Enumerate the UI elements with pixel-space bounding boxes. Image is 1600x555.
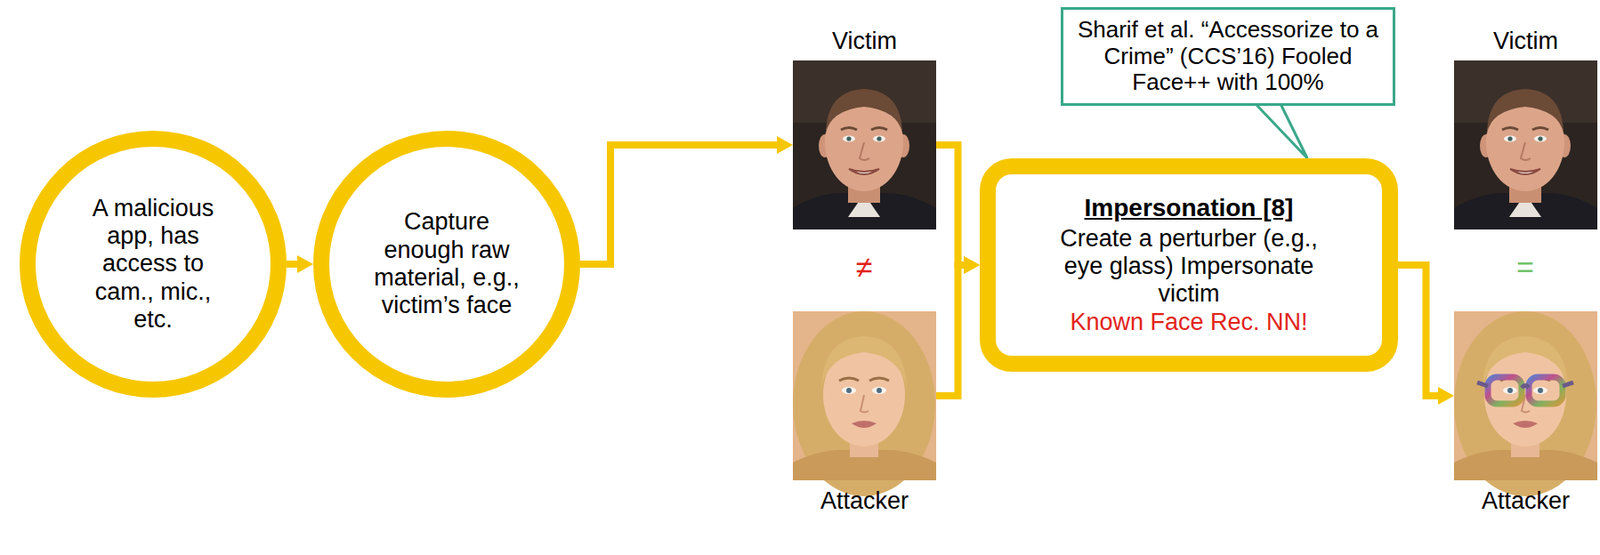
circle-ring [27,138,279,390]
flow-arrow [580,145,777,265]
photo-caption: Attacker [1481,487,1570,516]
attacker-photo [792,311,937,497]
warning-text: Known Face Rec. NN! [1069,308,1308,337]
node-text: Capture enough raw material, e.g., victi… [365,208,528,320]
victim-photo [792,60,937,230]
photo-caption: Victim [1493,27,1559,56]
caption-holder: Victim [1418,27,1600,56]
flow-arrow [1397,265,1439,396]
relation-symbol: ≠ [856,251,873,283]
process-circle: Capture enough raw material, e.g., victi… [313,130,581,398]
caption-holder: Attacker [757,487,972,516]
callout-pointer [1255,104,1308,159]
caption-holder: Victim [757,27,972,56]
photo-caption: Attacker [820,487,909,516]
callout-box: Sharif et al. “Accessorize to a Crime” (… [1060,7,1396,106]
photo-caption: Victim [832,27,897,56]
flow-arrow [286,260,298,268]
victim-photo [1454,60,1598,230]
relation-symbol: = [1516,251,1535,283]
process-circle: A malicious app, has access to cam., mic… [19,130,287,398]
circle-ring [321,138,573,390]
photo-frame: Victim [1454,60,1598,230]
photo-frame: Attacker [792,311,937,481]
photo-frame: Victim [792,60,937,230]
box-body: Create a perturber (e.g., eye glass) Imp… [1055,225,1323,309]
process-box: Impersonation [8]Create a perturber (e.g… [979,158,1398,372]
box-heading: Impersonation [8] [1084,193,1294,223]
flow-arrow [936,265,964,396]
adversarial-glasses [1477,377,1574,405]
caption-holder: Attacker [1418,487,1600,516]
photo-frame: Attacker [1454,311,1598,481]
flow-arrow [936,145,964,266]
callout-text: Sharif et al. “Accessorize to a Crime” (… [1076,16,1380,97]
node-text: A malicious app, has access to cam., mic… [74,194,232,335]
attacker-photo [1454,311,1598,497]
